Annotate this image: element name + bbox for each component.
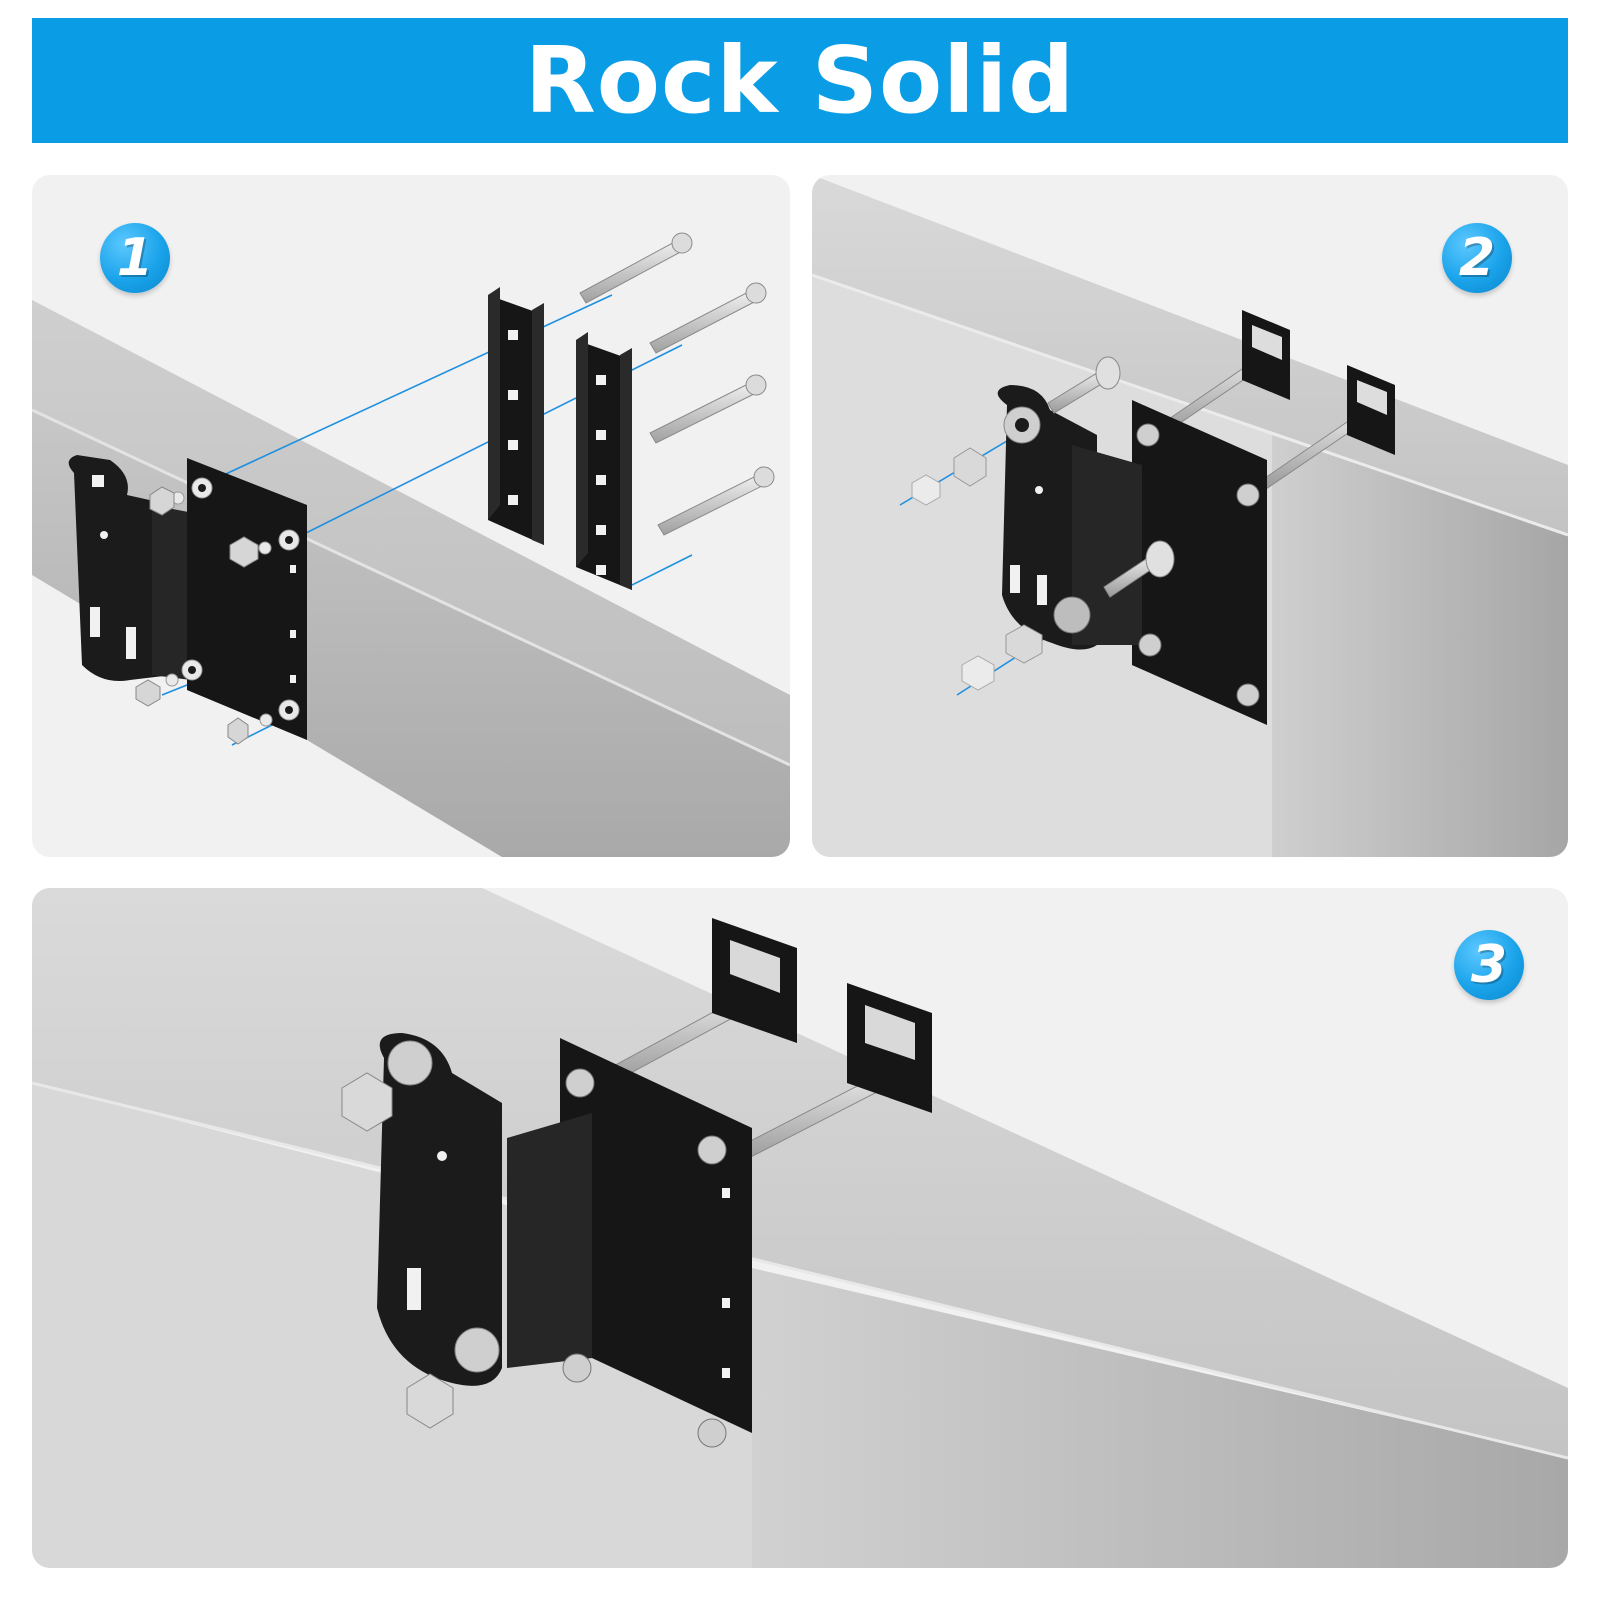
bolt-4 <box>657 466 775 536</box>
banner-title: Rock Solid <box>524 26 1076 134</box>
step-2-number: 2 <box>1458 228 1496 288</box>
mounting-bracket <box>68 455 307 740</box>
square-tube <box>32 888 1568 1568</box>
title-banner: Rock Solid <box>32 18 1568 143</box>
bolts-and-nuts <box>341 1068 727 1448</box>
step-3-illustration <box>32 888 1568 1568</box>
bolts-and-nuts <box>911 356 1260 707</box>
step-1-illustration <box>32 232 790 857</box>
bolt-1 <box>579 232 693 304</box>
step-2-illustration <box>812 175 1568 857</box>
bolt-2 <box>649 282 767 354</box>
mounting-bracket <box>377 1033 752 1433</box>
step-2-badge: 2 <box>1442 223 1512 293</box>
step-2-panel: 2 <box>812 175 1568 857</box>
mounting-bracket <box>997 385 1267 725</box>
step-3-number: 3 <box>1470 935 1508 995</box>
step-1-number: 1 <box>116 228 154 288</box>
step-1-panel: 1 <box>32 175 790 857</box>
step-1-badge: 1 <box>100 223 170 293</box>
step-3-badge: 3 <box>1454 930 1524 1000</box>
u-channels <box>1242 310 1395 455</box>
u-channel-left <box>488 287 544 545</box>
carriage-bolts <box>579 232 775 536</box>
step-3-panel: 3 <box>32 888 1568 1568</box>
u-channel-right <box>576 332 632 590</box>
bolt-3 <box>649 374 767 444</box>
u-channels <box>712 918 932 1113</box>
nuts-and-washers <box>135 477 300 745</box>
